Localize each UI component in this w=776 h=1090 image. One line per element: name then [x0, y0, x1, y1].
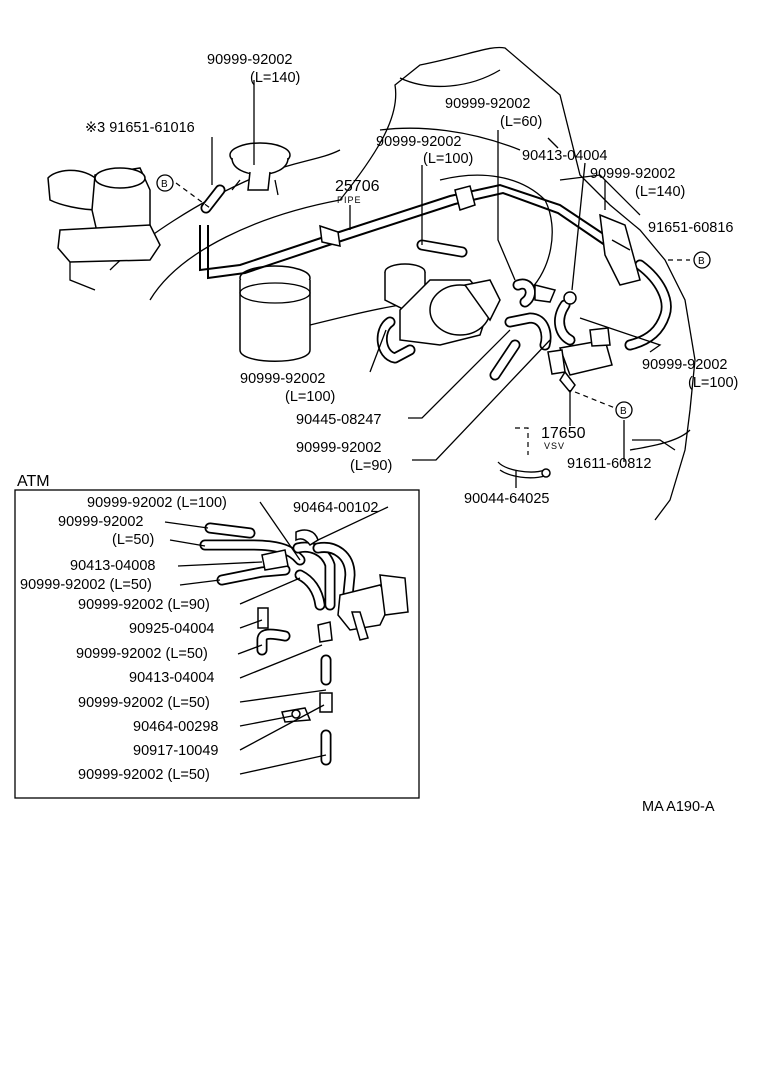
label-91651-61016: ※3 91651-61016: [85, 120, 195, 136]
vacuum-valve-top: [229, 142, 291, 196]
callout-b-right: B: [693, 251, 711, 269]
label-90445-08247: 90445-08247: [296, 412, 381, 428]
label-pipe: PIPE: [337, 195, 362, 205]
callout-b-label: B: [698, 256, 706, 267]
pipe-25706: [199, 183, 621, 280]
dashed-leaders: [175, 182, 690, 455]
label-90999-92002-l140-top: 90999-92002: [207, 52, 292, 68]
atm-label-90999-92002-l100: 90999-92002 (L=100): [87, 495, 227, 511]
water-outlet-housing: [47, 167, 161, 291]
label-17650: 17650: [541, 425, 586, 442]
atm-label-90464-00298: 90464-00298: [133, 719, 218, 735]
callout-b-vsv: B: [615, 401, 633, 419]
figure-code: MA A190-A: [642, 799, 715, 815]
vsv-17650: [547, 327, 613, 394]
atm-label-90917-10049: 90917-10049: [133, 743, 218, 759]
atm-inset: ATM: [14, 473, 420, 799]
atm-label-90925-04004: 90925-04004: [129, 621, 214, 637]
callout-b-label: B: [161, 179, 169, 190]
label-90044-64025: 90044-64025: [464, 491, 549, 507]
label-vsv: VSV: [544, 441, 565, 451]
label-l100-top: (L=100): [423, 151, 473, 167]
label-91611-60812: 91611-60812: [567, 456, 651, 472]
right-bracket: [599, 213, 641, 286]
charcoal-canister: [239, 265, 311, 362]
label-90999-92002-l140-right: 90999-92002: [590, 166, 675, 182]
label-90999-92002-l90: 90999-92002: [296, 440, 381, 456]
label-l100-left: (L=100): [285, 389, 335, 405]
atm-label-90999-92002-l50-a: 90999-92002 (L=50): [20, 577, 152, 593]
atm-label-90999-92002-l50-b: 90999-92002 (L=50): [76, 646, 208, 662]
label-l140-right: (L=140): [635, 184, 685, 200]
atm-label-90999-92002: 90999-92002: [58, 514, 143, 530]
clamp-90044: [497, 461, 551, 479]
label-l100-right: (L=100): [688, 375, 738, 391]
atm-label-90464-00102: 90464-00102: [293, 500, 378, 516]
label-90413-04004-top: 90413-04004: [522, 148, 607, 164]
atm-label-90413-04008: 90413-04008: [70, 558, 155, 574]
egr-modulator: [384, 263, 501, 346]
label-l90: (L=90): [350, 458, 392, 474]
atm-label-90999-92002-l50-d: 90999-92002 (L=50): [78, 767, 210, 783]
label-90999-92002-l100-right: 90999-92002: [642, 357, 727, 373]
atm-title: ATM: [17, 473, 50, 490]
label-91651-60816: 91651-60816: [648, 220, 733, 236]
label-l140-top: (L=140): [250, 70, 300, 86]
label-90999-92002-l60: 90999-92002: [445, 96, 530, 112]
label-90999-92002-l100-top: 90999-92002: [376, 134, 461, 150]
callout-b-left: B: [156, 174, 174, 192]
label-90999-92002-l100-left: 90999-92002: [240, 371, 325, 387]
callout-b-label: B: [620, 406, 628, 417]
atm-label-90999-92002-l90: 90999-92002 (L=90): [78, 597, 210, 613]
label-25706: 25706: [335, 178, 380, 195]
hoses-main: [200, 184, 672, 381]
label-l60: (L=60): [500, 114, 542, 130]
atm-frame: [14, 489, 420, 799]
atm-label-l50: (L=50): [112, 532, 154, 548]
atm-label-90999-92002-l50-c: 90999-92002 (L=50): [78, 695, 210, 711]
leader-lines: [211, 80, 676, 488]
atm-label-90413-04004: 90413-04004: [129, 670, 214, 686]
